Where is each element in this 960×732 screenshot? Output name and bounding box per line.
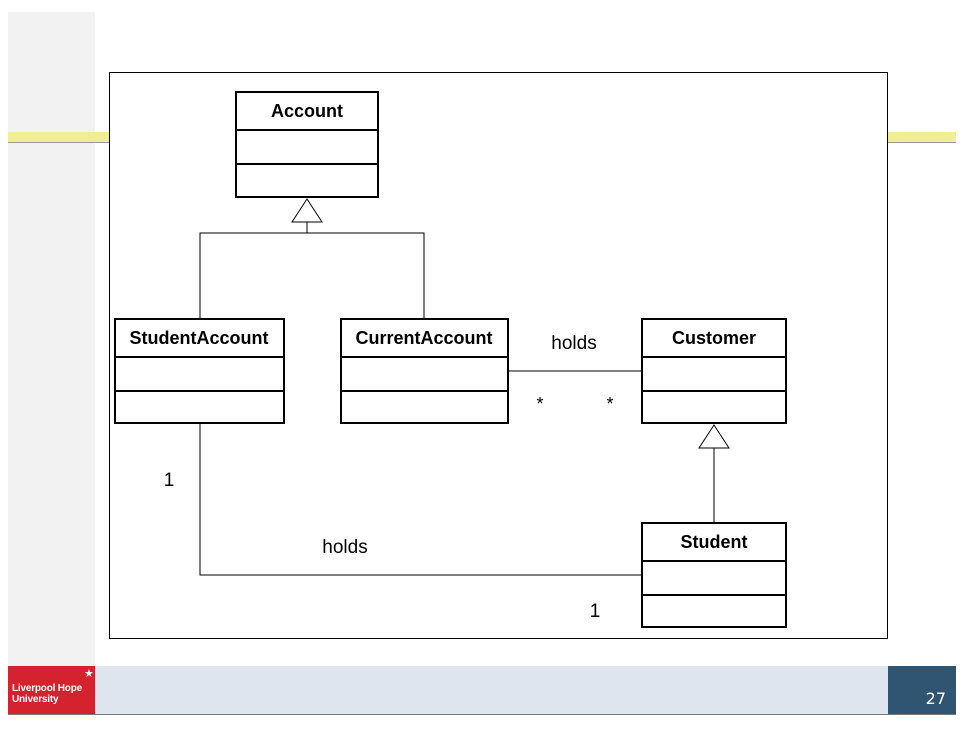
university-logo: ★ Liverpool Hope University	[8, 666, 95, 714]
association-label-holds: holds	[551, 333, 596, 354]
accent-bar-left	[8, 132, 110, 143]
class-name-student: Student	[681, 532, 748, 552]
multiplicity-student: 1	[590, 601, 601, 622]
left-side-band	[8, 12, 95, 666]
multiplicity-studentaccount: 1	[164, 470, 175, 491]
customer-class-box	[641, 318, 787, 424]
slide-footer	[8, 666, 956, 715]
studentaccount-class-box	[114, 318, 285, 424]
class-name-customer: Customer	[672, 328, 756, 348]
association-line-studentaccount-student	[199, 423, 642, 576]
logo-text: Liverpool Hope University	[12, 683, 82, 705]
currentaccount-class-box	[340, 318, 509, 424]
page-number: 27	[925, 689, 946, 708]
generalization-line-account	[199, 232, 425, 319]
class-name-studentaccount: StudentAccount	[130, 328, 269, 348]
association-label-holds: holds	[322, 537, 367, 558]
star-icon: ★	[84, 668, 94, 680]
page-number-box: 27	[888, 666, 956, 714]
multiplicity-customer: *	[606, 394, 613, 414]
class-name-account: Account	[271, 101, 343, 121]
generalization-triangle-account	[291, 198, 323, 223]
account-class-box	[235, 91, 379, 198]
class-name-currentaccount: CurrentAccount	[355, 328, 492, 348]
generalization-triangle-customer	[698, 424, 730, 449]
accent-bar-right	[888, 132, 956, 143]
multiplicity-currentaccount: *	[536, 394, 543, 414]
